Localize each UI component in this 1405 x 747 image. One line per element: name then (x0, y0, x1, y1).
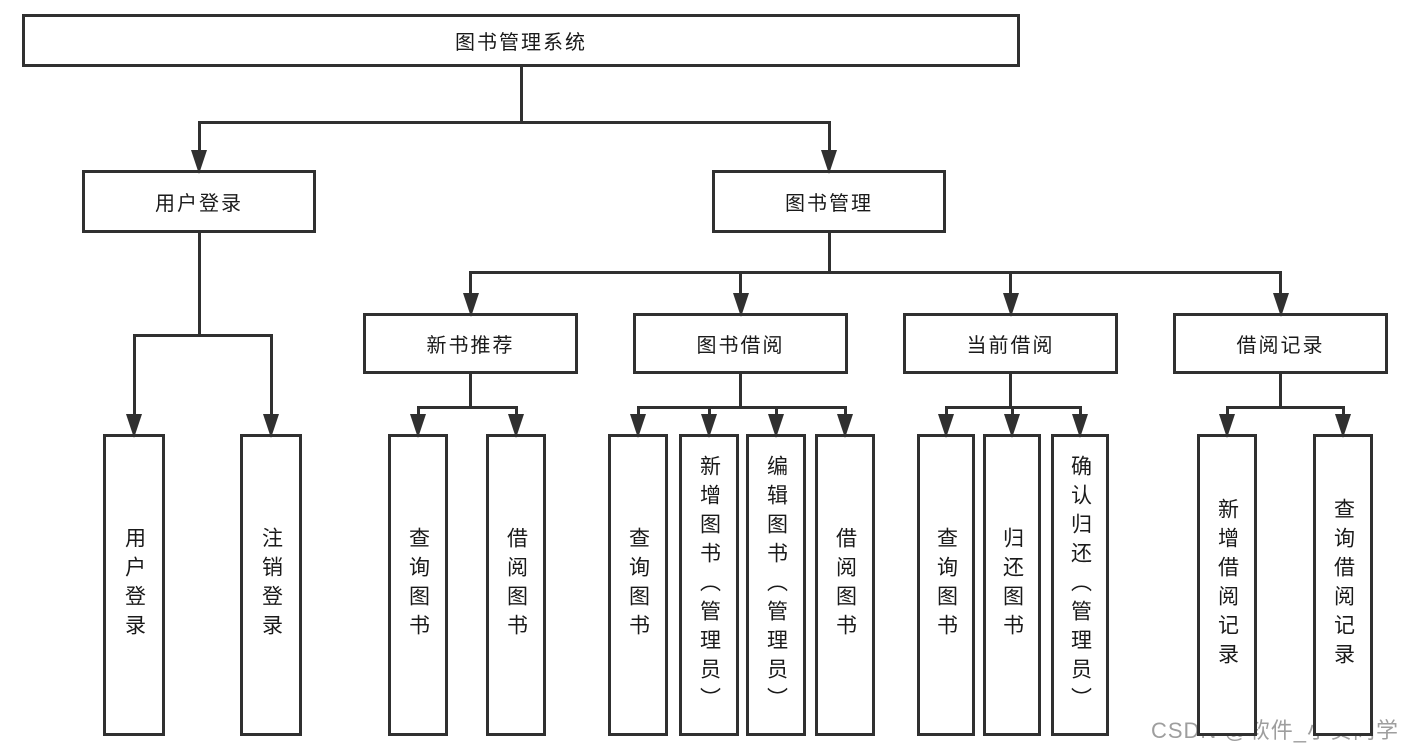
arrowhead-down-icon (732, 293, 749, 317)
arrowhead-down-icon (508, 414, 524, 438)
connector-line (944, 407, 948, 416)
connector-line (1225, 405, 1345, 409)
connector-line (1225, 407, 1229, 416)
connector-line (739, 272, 742, 295)
connector-line (636, 407, 640, 416)
node-book-borrowing: 图书借阅 (633, 313, 848, 374)
node-leaf-borrow-books-1: 借阅图书 (486, 434, 546, 736)
node-user-login: 用户登录 (82, 170, 316, 233)
node-label: 新增图书（管理员） (697, 454, 721, 716)
node-leaf-query-borrow-record: 查询借阅记录 (1313, 434, 1373, 736)
connector-line (1279, 373, 1282, 407)
node-label: 编辑图书（管理员） (764, 454, 788, 716)
node-label: 图书借阅 (696, 335, 785, 357)
connector-line (132, 335, 136, 416)
node-leaf-user-login: 用户登录 (103, 434, 165, 736)
node-label: 确认归还（管理员） (1068, 454, 1092, 716)
arrowhead-down-icon (1219, 414, 1235, 438)
node-label: 当前借阅 (966, 335, 1055, 357)
node-label: 用户登录 (155, 193, 243, 215)
node-book-management: 图书管理 (712, 170, 946, 233)
node-label: 借阅记录 (1236, 335, 1325, 357)
node-label: 归还图书 (1000, 527, 1024, 643)
node-leaf-confirm-return: 确认归还（管理员） (1051, 434, 1109, 736)
node-leaf-query-books-3: 查询图书 (917, 434, 975, 736)
connector-line (1078, 407, 1082, 416)
connector-line (519, 66, 523, 122)
connector-line (1009, 373, 1012, 407)
connector-line (1279, 272, 1282, 295)
arrowhead-down-icon (1004, 414, 1020, 438)
connector-line (132, 333, 273, 337)
arrowhead-down-icon (126, 414, 142, 438)
node-leaf-borrow-books-2: 借阅图书 (815, 434, 875, 736)
node-label: 查询借阅记录 (1331, 498, 1355, 672)
connector-line (1009, 272, 1012, 295)
node-label: 注销登录 (259, 527, 283, 643)
node-leaf-query-books-2: 查询图书 (608, 434, 668, 736)
connector-line (514, 407, 518, 416)
node-new-book-recommend: 新书推荐 (363, 313, 578, 374)
node-label: 新增借阅记录 (1215, 498, 1239, 672)
connector-line (416, 407, 420, 416)
connector-line (1341, 407, 1345, 416)
connector-line (269, 335, 273, 416)
connector-line (636, 405, 847, 409)
connector-line (416, 405, 518, 409)
node-label: 借阅图书 (833, 527, 857, 643)
arrowhead-down-icon (768, 414, 784, 438)
connector-line (739, 373, 742, 407)
node-leaf-logout: 注销登录 (240, 434, 302, 736)
node-leaf-edit-books: 编辑图书（管理员） (746, 434, 806, 736)
arrowhead-down-icon (821, 150, 837, 174)
arrowhead-down-icon (1335, 414, 1351, 438)
node-label: 图书管理 (785, 193, 873, 215)
connector-line (469, 272, 472, 295)
arrowhead-down-icon (1272, 293, 1289, 317)
arrowhead-down-icon (191, 150, 207, 174)
arrowhead-down-icon (263, 414, 279, 438)
node-label: 查询图书 (406, 527, 430, 643)
connector-line (843, 407, 847, 416)
connector-line (774, 407, 778, 416)
arrowhead-down-icon (630, 414, 646, 438)
node-leaf-return-books: 归还图书 (983, 434, 1041, 736)
arrowhead-down-icon (1072, 414, 1088, 438)
node-borrowing-records: 借阅记录 (1173, 313, 1388, 374)
node-current-borrowing: 当前借阅 (903, 313, 1118, 374)
connector-line (469, 270, 1282, 274)
connector-line (197, 122, 201, 152)
node-label: 查询图书 (626, 527, 650, 643)
arrowhead-down-icon (462, 293, 479, 317)
connector-line (197, 232, 201, 335)
connector-line (197, 120, 831, 124)
connector-line (707, 407, 711, 416)
node-label: 图书管理系统 (455, 32, 587, 54)
arrowhead-down-icon (938, 414, 954, 438)
node-label: 借阅图书 (504, 527, 528, 643)
node-label: 查询图书 (934, 527, 958, 643)
connector-line (469, 373, 472, 407)
connector-line (827, 232, 831, 272)
arrowhead-down-icon (410, 414, 426, 438)
node-leaf-add-books: 新增图书（管理员） (679, 434, 739, 736)
node-label: 用户登录 (122, 527, 146, 643)
connector-line (827, 122, 831, 152)
connector-line (1010, 407, 1014, 416)
node-library-system: 图书管理系统 (22, 14, 1020, 67)
node-leaf-add-borrow-record: 新增借阅记录 (1197, 434, 1257, 736)
arrowhead-down-icon (837, 414, 853, 438)
arrowhead-down-icon (701, 414, 717, 438)
arrowhead-down-icon (1002, 293, 1019, 317)
node-label: 新书推荐 (426, 335, 515, 357)
node-leaf-query-books-1: 查询图书 (388, 434, 448, 736)
